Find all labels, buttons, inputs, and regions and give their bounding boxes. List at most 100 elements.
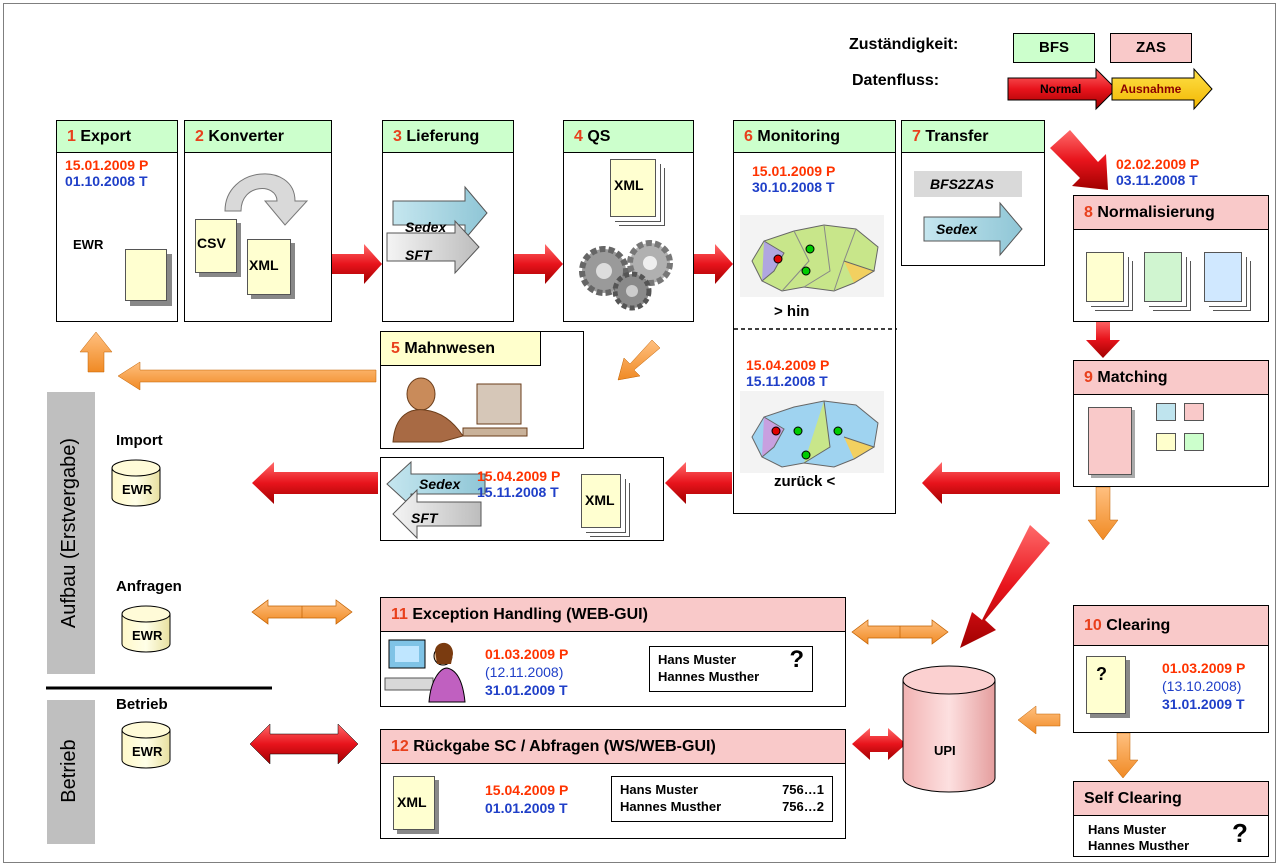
step-1-ewr-label: EWR: [73, 237, 104, 252]
step-5-reminders: 5 Mahnwesen: [380, 331, 584, 449]
step-8-number: 8: [1084, 204, 1093, 221]
gears-icon: [579, 240, 673, 311]
step-11-name-2: Hannes Musther: [658, 669, 760, 684]
step-11-date-n: (12.11.2008): [485, 664, 564, 680]
flow-arrow-3-4: [514, 244, 563, 284]
step-10-date-n: (13.10.2008): [1162, 678, 1242, 694]
user-at-computer-icon: [384, 639, 466, 703]
step-12-id-2: 756…2: [782, 799, 824, 814]
legend-normal-text: Normal: [1040, 82, 1082, 96]
build-phase-bar: [47, 392, 95, 674]
self-clearing-header: Self Clearing: [1074, 782, 1268, 816]
flow-arrow-11-upi: [851, 619, 949, 645]
flow-arrow-9-6: [922, 462, 1060, 504]
step-6-date-p: 15.01.2009 P: [752, 163, 836, 179]
step-11-date-t: 31.01.2009 T: [485, 682, 568, 698]
self-clearing-name-2: Hannes Musther: [1088, 838, 1190, 853]
step-5-header: 5 Mahnwesen: [381, 332, 541, 366]
self-clearing-name-1: Hans Muster: [1088, 822, 1167, 837]
queries-label: Anfragen: [116, 578, 182, 595]
match-square-green: [1184, 433, 1204, 451]
self-clearing: Self Clearing Hans Muster Hannes Musther…: [1073, 781, 1269, 857]
sedex-label-3: Sedex: [405, 219, 447, 235]
step-3-title: Lieferung: [406, 128, 480, 145]
legend-dataflow-label: Datenfluss:: [852, 72, 940, 89]
step-7-number: 7: [912, 128, 921, 145]
sedex-transfer-arrow: [923, 201, 1023, 257]
return-xml-label: XML: [585, 492, 615, 508]
import-label: Import: [116, 432, 163, 449]
step-9-number: 9: [1084, 369, 1093, 386]
step-3-number: 3: [393, 128, 402, 145]
step-12-number: 12: [391, 738, 409, 755]
match-square-pink: [1184, 403, 1204, 421]
step-11-header: 11 Exception Handling (WEB-GUI): [381, 598, 845, 632]
flow-arrow-8-9: [1086, 320, 1120, 358]
step-10-date-p: 01.03.2009 P: [1162, 660, 1246, 676]
step-1-title: Export: [80, 128, 132, 145]
step-6-header: 6 Monitoring: [734, 121, 895, 153]
step-12-xml-file: [393, 776, 435, 830]
xml-stack-icon: [610, 159, 656, 217]
xml-label-4: XML: [614, 177, 644, 193]
step-7-date-p: 02.02.2009 P: [1116, 156, 1200, 172]
step-1-date-t: 01.10.2008 T: [65, 173, 148, 189]
return-date-t: 15.11.2008 T: [477, 484, 559, 500]
flow-arrow-4-6: [694, 244, 733, 284]
file-stack-blue-icon: [1204, 252, 1242, 302]
sedex-label-7: Sedex: [936, 221, 978, 237]
step-6-date-t2: 15.11.2008 T: [746, 373, 828, 389]
flow-arrow-12-upi: [852, 728, 906, 760]
step-2-converter: 2 Konverter CSV XML: [184, 120, 332, 322]
convert-loop-icon: [224, 173, 309, 226]
step-8-header: 8 Normalisierung: [1074, 196, 1268, 230]
step-6-monitoring: 6 Monitoring 15.01.2009 P 30.10.2008 T >…: [733, 120, 897, 514]
flow-arrow-to-upi: [960, 525, 1050, 648]
step-6-date-p2: 15.04.2009 P: [746, 357, 830, 373]
xml-label-2: XML: [249, 257, 279, 273]
step-8-title: Normalisierung: [1097, 204, 1215, 221]
ewr-db-import: [111, 459, 161, 507]
step-7-date-t: 03.11.2008 T: [1116, 172, 1198, 188]
step-11-exception-handling: 11 Exception Handling (WEB-GUI) 01.03.20…: [380, 597, 846, 707]
step-9-matching: 9 Matching: [1073, 360, 1269, 487]
sft-label-3: SFT: [405, 247, 432, 263]
clearing-document-icon: [1086, 656, 1126, 714]
step-5-title: Mahnwesen: [404, 340, 496, 357]
step-3-header: 3 Lieferung: [383, 121, 513, 153]
ewr-db-queries: [121, 605, 171, 653]
flow-arrow-9-10: [1087, 486, 1119, 541]
return-xml-stack: [581, 474, 621, 528]
csv-label: CSV: [197, 235, 226, 251]
step-10-date-t: 31.01.2009 T: [1162, 696, 1245, 712]
self-clearing-title: Self Clearing: [1084, 790, 1182, 807]
ewr-db-operation: [121, 721, 171, 769]
step-9-header: 9 Matching: [1074, 361, 1268, 395]
legend-normal-arrow: [1007, 67, 1117, 111]
flow-arrow-7-8: [1050, 130, 1108, 190]
bfs2zas-label: BFS2ZAS: [930, 176, 994, 192]
step-11-name-box: Hans Muster Hannes Musther ?: [649, 646, 813, 692]
return-arrows: [386, 460, 486, 540]
match-square-blue: [1156, 403, 1176, 421]
flow-arrow-mahnwesen-left: [117, 361, 377, 391]
step-10-title: Clearing: [1106, 617, 1171, 634]
step-4-title: QS: [587, 128, 611, 145]
step-2-header: 2 Konverter: [185, 121, 331, 153]
person-computer-icon: [392, 377, 528, 443]
step-11-date-p: 01.03.2009 P: [485, 646, 569, 662]
step-1-export: 1 Export 15.01.2009 P 01.10.2008 T EWR: [56, 120, 178, 322]
operation-phase-label: Betrieb: [58, 739, 80, 803]
step-4-qs: 4 QS XML: [563, 120, 694, 322]
step-2-number: 2: [195, 128, 204, 145]
legend-bfs: BFS: [1013, 33, 1095, 63]
bfs2zas-box: [914, 171, 1022, 197]
ewr-operation-label: EWR: [132, 744, 163, 759]
csv-file-icon: [195, 219, 237, 273]
flow-arrow-betrieb-12: [249, 723, 359, 765]
flow-arrow-up-export: [79, 331, 113, 373]
step-12-date-p: 15.04.2009 P: [485, 782, 569, 798]
match-square-yellow: [1156, 433, 1176, 451]
